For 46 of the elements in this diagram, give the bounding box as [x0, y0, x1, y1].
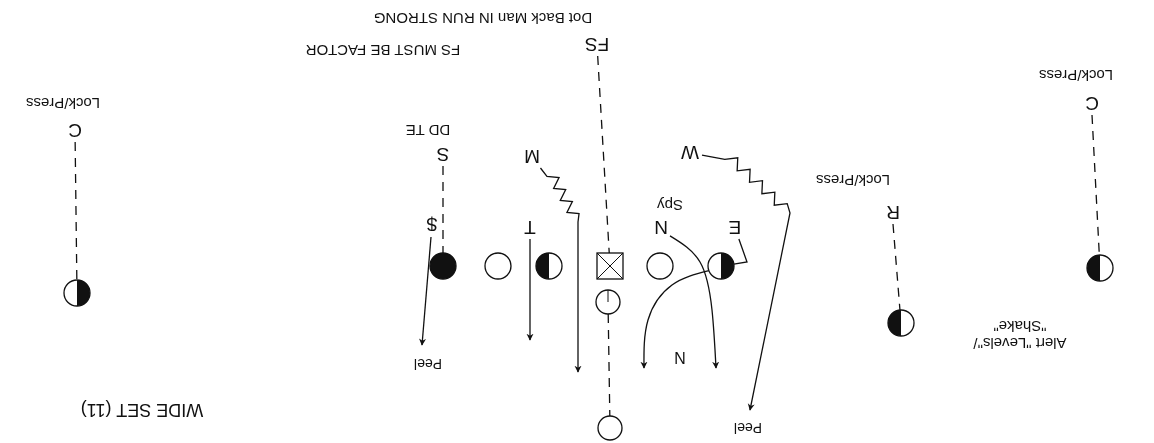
player-circle: [429, 252, 457, 280]
player-letter: $: [424, 213, 440, 237]
connector-line: [607, 313, 611, 417]
player-circle: [1086, 254, 1114, 282]
player-circle: [535, 252, 563, 280]
player-note: Lock/Press: [1038, 66, 1114, 84]
route-arrow: [640, 270, 710, 369]
player-letter: FS: [582, 34, 612, 56]
connector-line: [442, 165, 444, 254]
player-letter: T: [522, 217, 538, 239]
route-arrow: [539, 167, 582, 373]
player-circle: [887, 309, 915, 337]
connector-line: [733, 238, 748, 265]
route-arrow: [419, 236, 432, 346]
player-note: Lock/Press: [25, 94, 101, 112]
player-circle: [707, 252, 735, 280]
player-letter: C: [1083, 93, 1101, 115]
route-arrow: [701, 154, 791, 411]
player-circle: [595, 289, 621, 315]
note-text: N: [674, 348, 686, 367]
center-square: [596, 252, 624, 280]
connector-line: [74, 141, 78, 281]
player-note: Lock/Press: [815, 171, 891, 189]
player-letter: W: [678, 142, 702, 164]
player-letter: R: [884, 202, 902, 224]
player-letter: N: [652, 217, 670, 239]
player-circle: [597, 415, 623, 441]
player-letter: M: [520, 146, 544, 168]
edge-label: Peel: [734, 419, 762, 437]
edge-label: Peel: [414, 355, 442, 373]
connector-line: [597, 55, 610, 254]
connector-line: [892, 223, 901, 311]
player-letter: E: [727, 217, 743, 239]
player-note: FS MUST BE FACTOR: [305, 41, 461, 59]
player-note: Dot Back Man IN RUN STRONG: [373, 9, 593, 27]
route-arrow: [526, 238, 534, 341]
play-title: WIDE SET (11): [80, 399, 204, 421]
player-letter: C: [66, 120, 84, 142]
route-arrow: [669, 235, 720, 369]
player-circle: [63, 279, 91, 307]
player-note: Spy: [657, 196, 683, 214]
player-circle: [646, 252, 674, 280]
player-note: DD TE: [405, 121, 451, 139]
note-text: Alert "Levels"/ "Shake": [972, 317, 1068, 353]
player-letter: S: [434, 144, 452, 166]
player-circle: [484, 252, 512, 280]
